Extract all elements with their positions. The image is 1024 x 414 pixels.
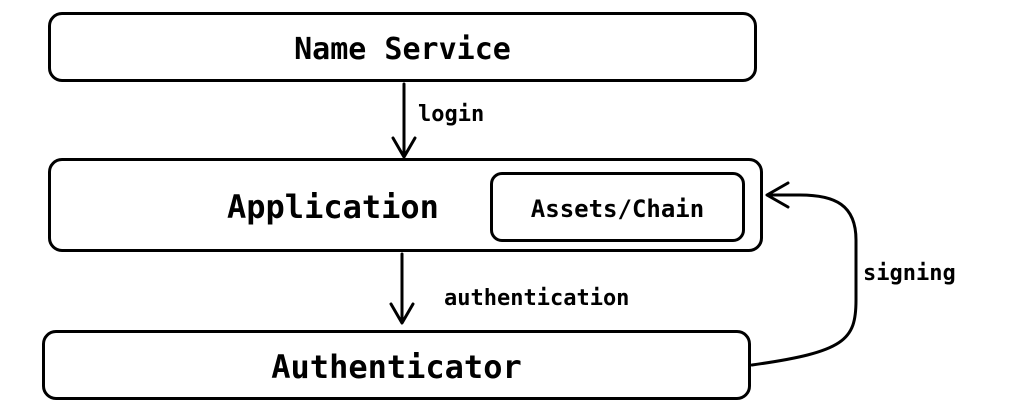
authenticator-box: Authenticator: [42, 330, 751, 400]
application-label: Application: [227, 188, 439, 226]
authenticator-label: Authenticator: [271, 348, 522, 386]
name-service-box: Name Service: [48, 12, 757, 82]
assets-chain-label: Assets/Chain: [530, 195, 705, 223]
name-service-label: Name Service: [294, 32, 511, 67]
login-arrow: [391, 82, 417, 159]
authentication-arrow: [389, 252, 415, 325]
signing-label: signing: [863, 261, 956, 286]
assets-chain-box: Assets/Chain: [490, 172, 745, 242]
authentication-label: authentication: [444, 286, 630, 311]
login-label: login: [418, 102, 485, 127]
signing-arrow: [750, 181, 858, 367]
